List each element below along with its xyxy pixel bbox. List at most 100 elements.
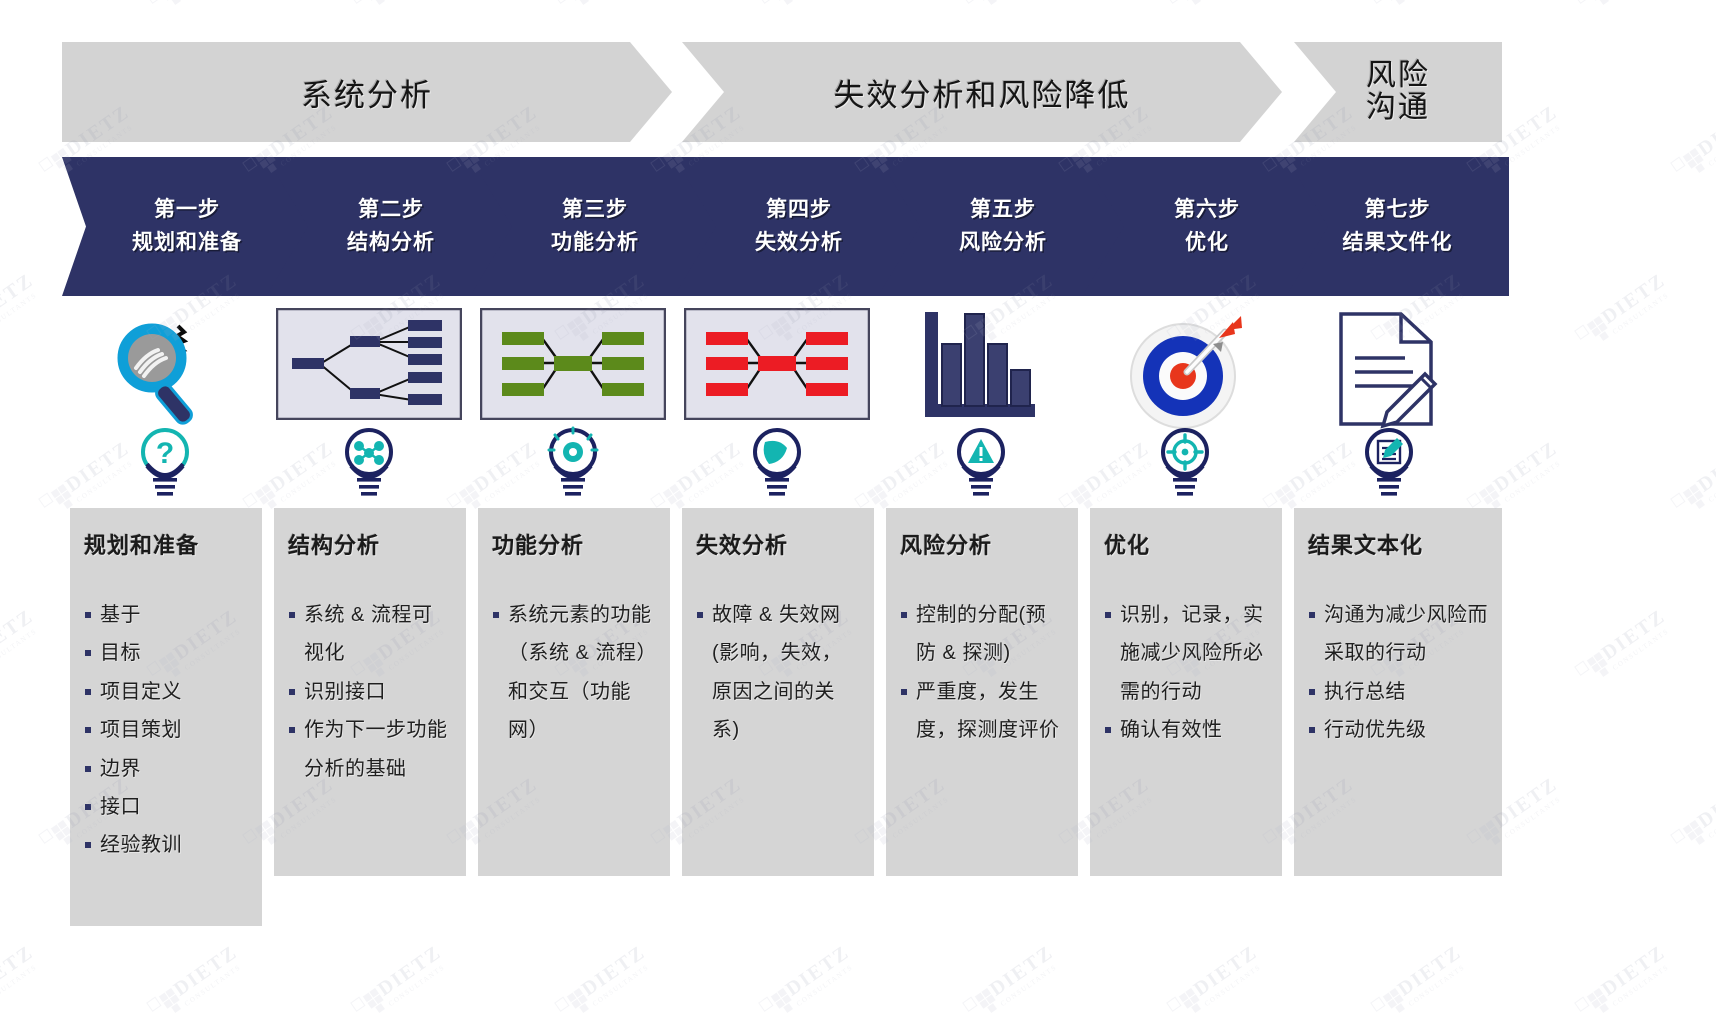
card-risk-analysis[interactable]: 风险分析 控制的分配(预防 & 探测) 严重度，发生度，探测度评价 <box>886 508 1078 876</box>
step-number: 第二步 <box>358 197 424 221</box>
list-item: 系统 & 流程可视化 <box>288 596 452 673</box>
card-failure-analysis[interactable]: 失效分析 故障 & 失效网(影响，失效，原因之间的关系) <box>682 508 874 876</box>
step-number: 第四步 <box>766 197 832 221</box>
bulb-cell-3 <box>470 426 675 502</box>
list-item: 严重度，发生度，探测度评价 <box>900 673 1064 750</box>
step-name: 结构分析 <box>347 230 435 254</box>
list-item: 边界 <box>84 750 248 788</box>
step-1[interactable]: 第一步 规划和准备 <box>62 157 312 296</box>
list-item: 接口 <box>84 788 248 826</box>
illustration-cell-3 <box>470 300 675 500</box>
phase-label-line2: 沟通 <box>1366 91 1430 124</box>
list-item: 项目定义 <box>84 673 248 711</box>
bulb-cell-7 <box>1286 426 1491 502</box>
step-name: 优化 <box>1185 230 1229 254</box>
phase-risk-communication[interactable]: 风险 沟通 <box>1294 42 1502 142</box>
step-number: 第六步 <box>1174 197 1240 221</box>
illustration-cell-7 <box>1286 300 1491 500</box>
card-bullet-list: 控制的分配(预防 & 探测) 严重度，发生度，探测度评价 <box>900 596 1064 750</box>
bar-chart-icon <box>924 312 1035 417</box>
bulb-document-icon <box>1364 428 1413 496</box>
bulb-cell-2 <box>266 426 471 502</box>
bulb-globe-icon <box>752 428 801 496</box>
step-name: 功能分析 <box>551 230 639 254</box>
bulb-warning-icon <box>956 428 1005 496</box>
card-bullet-list: 系统 & 流程可视化 识别接口 作为下一步功能分析的基础 <box>288 596 452 788</box>
card-bullet-list: 系统元素的功能（系统 & 流程）和交互（功能网） <box>492 596 656 750</box>
list-item: 识别接口 <box>288 673 452 711</box>
step-name: 规划和准备 <box>132 230 242 254</box>
phase-label: 失效分析和风险降低 <box>833 77 1131 113</box>
card-planning-preparation[interactable]: 规划和准备 基于 目标 项目定义 项目策划 边界 接口 经验教训 <box>70 508 262 926</box>
phase-failure-analysis-risk-reduction[interactable]: 失效分析和风险降低 <box>682 42 1282 142</box>
step-number: 第一步 <box>154 197 220 221</box>
illustration-cell-2 <box>266 300 471 500</box>
bulb-question-icon: ? <box>140 428 189 496</box>
bulb-cell-1: ? <box>62 426 267 502</box>
structure-tree-diagram-icon <box>275 308 462 420</box>
card-bullet-list: 故障 & 失效网(影响，失效，原因之间的关系) <box>696 596 860 750</box>
card-title: 失效分析 <box>696 533 789 558</box>
list-item: 沟通为减少风险而采取的行动 <box>1308 596 1488 673</box>
card-bullet-list: 识别，记录，实施减少风险所必需的行动 确认有效性 <box>1104 596 1268 750</box>
bulb-cell-4 <box>674 426 879 502</box>
function-net-green-diagram-icon <box>479 308 666 420</box>
bulb-row: ? <box>62 426 1512 504</box>
bulb-network-icon <box>344 428 393 496</box>
card-title: 规划和准备 <box>84 533 200 558</box>
list-item: 确认有效性 <box>1104 711 1268 749</box>
phase-band: 系统分析 失效分析和风险降低 风险 沟通 <box>62 42 1502 142</box>
bulb-gear-icon <box>547 426 598 496</box>
card-title: 功能分析 <box>492 533 585 558</box>
step-number: 第五步 <box>970 197 1036 221</box>
list-item: 作为下一步功能分析的基础 <box>288 711 452 788</box>
card-title: 结构分析 <box>288 533 381 558</box>
phase-label: 系统分析 <box>301 77 433 113</box>
list-item: 执行总结 <box>1308 673 1488 711</box>
card-bullet-list: 沟通为减少风险而采取的行动 执行总结 行动优先级 <box>1308 596 1488 750</box>
card-title: 优化 <box>1104 533 1151 558</box>
phase-system-analysis[interactable]: 系统分析 <box>62 42 672 142</box>
illustration-cell-6 <box>1082 300 1287 500</box>
list-item: 基于 <box>84 596 248 634</box>
card-bullet-list: 基于 目标 项目定义 项目策划 边界 接口 经验教训 <box>84 596 248 865</box>
step-name: 结果文件化 <box>1342 230 1453 254</box>
list-item: 目标 <box>84 634 248 672</box>
step-6[interactable]: 第六步 优化 <box>1082 157 1332 296</box>
card-structure-analysis[interactable]: 结构分析 系统 & 流程可视化 识别接口 作为下一步功能分析的基础 <box>274 508 466 876</box>
card-optimization[interactable]: 优化 识别，记录，实施减少风险所必需的行动 确认有效性 <box>1090 508 1282 876</box>
list-item: 行动优先级 <box>1308 711 1488 749</box>
illustration-row <box>62 300 1512 500</box>
bulb-target-icon <box>1160 428 1209 496</box>
card-result-documentation[interactable]: 结果文本化 沟通为减少风险而采取的行动 执行总结 行动优先级 <box>1294 508 1502 876</box>
card-function-analysis[interactable]: 功能分析 系统元素的功能（系统 & 流程）和交互（功能网） <box>478 508 670 876</box>
step-name: 风险分析 <box>959 230 1047 254</box>
list-item: 故障 & 失效网(影响，失效，原因之间的关系) <box>696 596 860 750</box>
bulb-cell-6 <box>1082 426 1287 502</box>
bulb-cell-5 <box>878 426 1083 502</box>
list-item: 控制的分配(预防 & 探测) <box>900 596 1064 673</box>
list-item: 项目策划 <box>84 711 248 749</box>
step-name: 失效分析 <box>755 230 843 254</box>
